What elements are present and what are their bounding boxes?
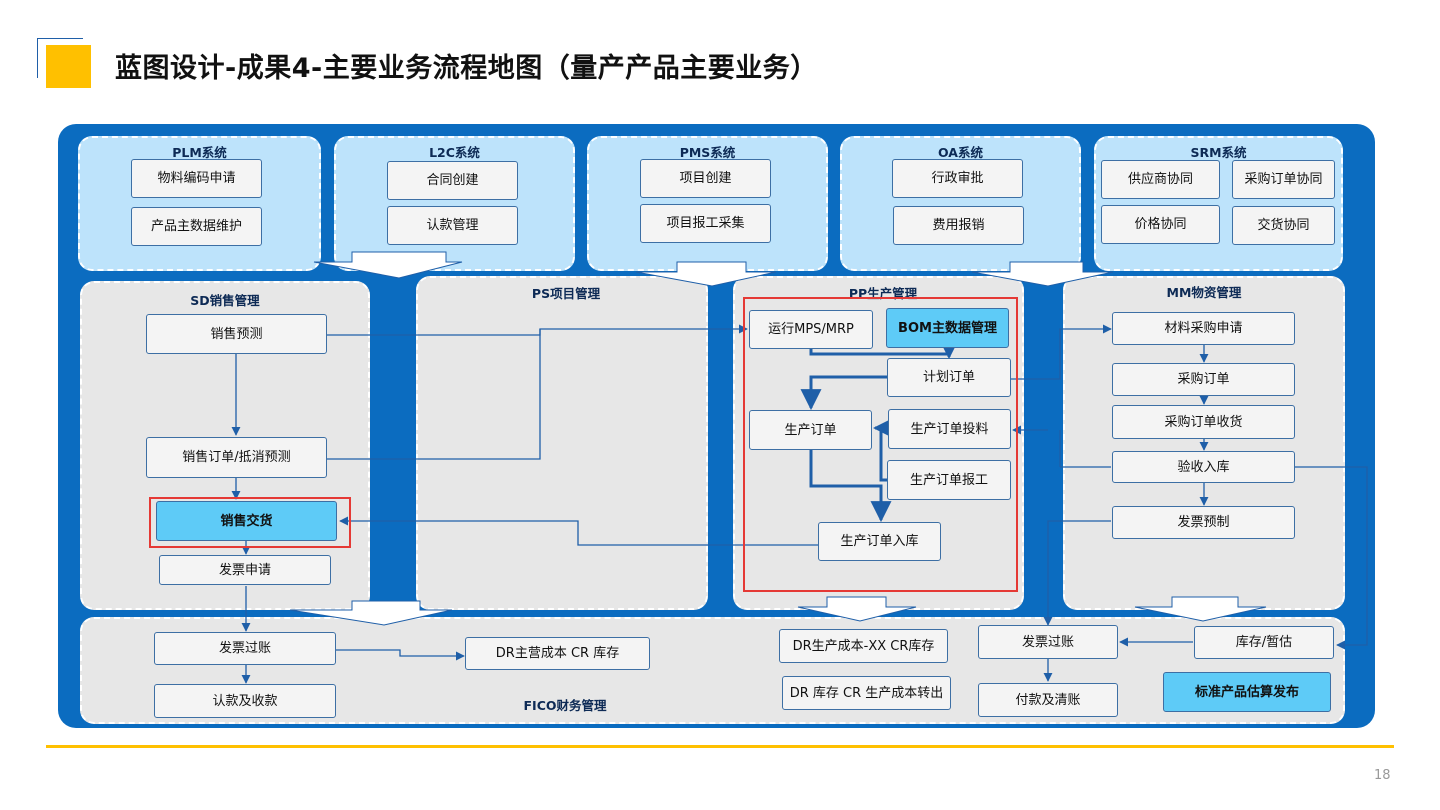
l2c-contract-creation[interactable]: 合同创建 [387, 161, 518, 200]
footer-line [46, 745, 1394, 748]
sd-sales-delivery[interactable]: 销售交货 [156, 501, 337, 541]
pp-planned-order[interactable]: 计划订单 [887, 358, 1011, 397]
l2c-system-title: L2C系统 [429, 145, 480, 160]
ps-module-title: PS项目管理 [531, 286, 601, 301]
pp-highlight-frame [743, 297, 1018, 592]
pp-production-order[interactable]: 生产订单 [749, 410, 872, 450]
transfer-arrow-l2c [313, 251, 463, 279]
srm-po-collab[interactable]: 采购订单协同 [1232, 160, 1335, 199]
transfer-arrow-pp [797, 596, 917, 622]
l2c-payment-recognition[interactable]: 认款管理 [387, 206, 518, 245]
srm-system-title: SRM系统 [1190, 145, 1247, 160]
sd-invoice-request[interactable]: 发票申请 [159, 555, 331, 585]
fico-cogs-entry[interactable]: DR主营成本 CR 库存 [465, 637, 650, 670]
srm-price-collab[interactable]: 价格协同 [1101, 205, 1220, 244]
oa-system-panel [840, 136, 1081, 271]
mm-inspection-storage[interactable]: 验收入库 [1112, 451, 1295, 483]
pp-order-material-issue[interactable]: 生产订单投料 [888, 409, 1011, 449]
sd-sales-forecast[interactable]: 销售预测 [146, 314, 327, 354]
pms-system-panel [587, 136, 828, 271]
pms-system-title: PMS系统 [679, 145, 736, 160]
pp-run-mps-mrp[interactable]: 运行MPS/MRP [749, 310, 873, 349]
transfer-arrow-sd [289, 600, 453, 626]
sd-sales-order[interactable]: 销售订单/抵消预测 [146, 437, 327, 478]
plm-system-panel [78, 136, 321, 271]
fico-receipt-collection[interactable]: 认款及收款 [154, 684, 336, 718]
mm-purchase-requisition[interactable]: 材料采购申请 [1112, 312, 1295, 345]
fico-mm-invoice-posting[interactable]: 发票过账 [978, 625, 1118, 659]
page-title: 蓝图设计-成果4-主要业务流程地图（量产产品主要业务） [115, 53, 818, 84]
mm-purchase-order[interactable]: 采购订单 [1112, 363, 1295, 396]
oa-system-title: OA系统 [938, 145, 983, 160]
srm-system-panel [1094, 136, 1343, 271]
sd-highlight-frame [149, 497, 351, 548]
page-number: 18 [1374, 768, 1391, 783]
plm-system-title: PLM系统 [172, 145, 227, 160]
pp-order-confirmation[interactable]: 生产订单报工 [887, 460, 1011, 500]
transfer-arrow-pms [635, 261, 777, 287]
srm-delivery-collab[interactable]: 交货协同 [1232, 206, 1335, 245]
mm-invoice-parking[interactable]: 发票预制 [1112, 506, 1295, 539]
pms-project-creation[interactable]: 项目创建 [640, 159, 771, 198]
fico-sd-invoice-posting[interactable]: 发票过账 [154, 632, 336, 665]
fico-standard-cost-release[interactable]: 标准产品估算发布 [1163, 672, 1331, 712]
fico-module-title: FICO财务管理 [523, 698, 607, 713]
oa-admin-approval[interactable]: 行政审批 [892, 159, 1023, 198]
title-decoration-block [46, 45, 91, 88]
ps-module-panel [416, 276, 708, 610]
fico-inventory-accrual[interactable]: 库存/暂估 [1194, 626, 1334, 659]
fico-cost-transfer-entry[interactable]: DR 库存 CR 生产成本转出 [782, 676, 951, 710]
mm-module-title: MM物资管理 [1166, 285, 1242, 300]
srm-supplier-collab[interactable]: 供应商协同 [1101, 160, 1220, 199]
fico-production-cost-entry[interactable]: DR生产成本-XX CR库存 [779, 629, 948, 663]
plm-product-master-data[interactable]: 产品主数据维护 [131, 207, 262, 246]
mm-po-goods-receipt[interactable]: 采购订单收货 [1112, 405, 1295, 439]
fico-payment-clearing[interactable]: 付款及清账 [978, 683, 1118, 717]
transfer-arrow-oa [971, 261, 1114, 287]
pp-order-goods-receipt[interactable]: 生产订单入库 [818, 522, 941, 561]
l2c-system-panel [334, 136, 575, 271]
pms-project-work-report[interactable]: 项目报工采集 [640, 204, 771, 243]
plm-material-code-request[interactable]: 物料编码申请 [131, 159, 262, 198]
oa-expense-reimbursement[interactable]: 费用报销 [893, 206, 1024, 245]
title-decoration-outline [37, 38, 83, 78]
pp-bom-master-data[interactable]: BOM主数据管理 [886, 308, 1009, 348]
transfer-arrow-mm [1134, 596, 1267, 622]
sd-module-title: SD销售管理 [190, 293, 260, 308]
